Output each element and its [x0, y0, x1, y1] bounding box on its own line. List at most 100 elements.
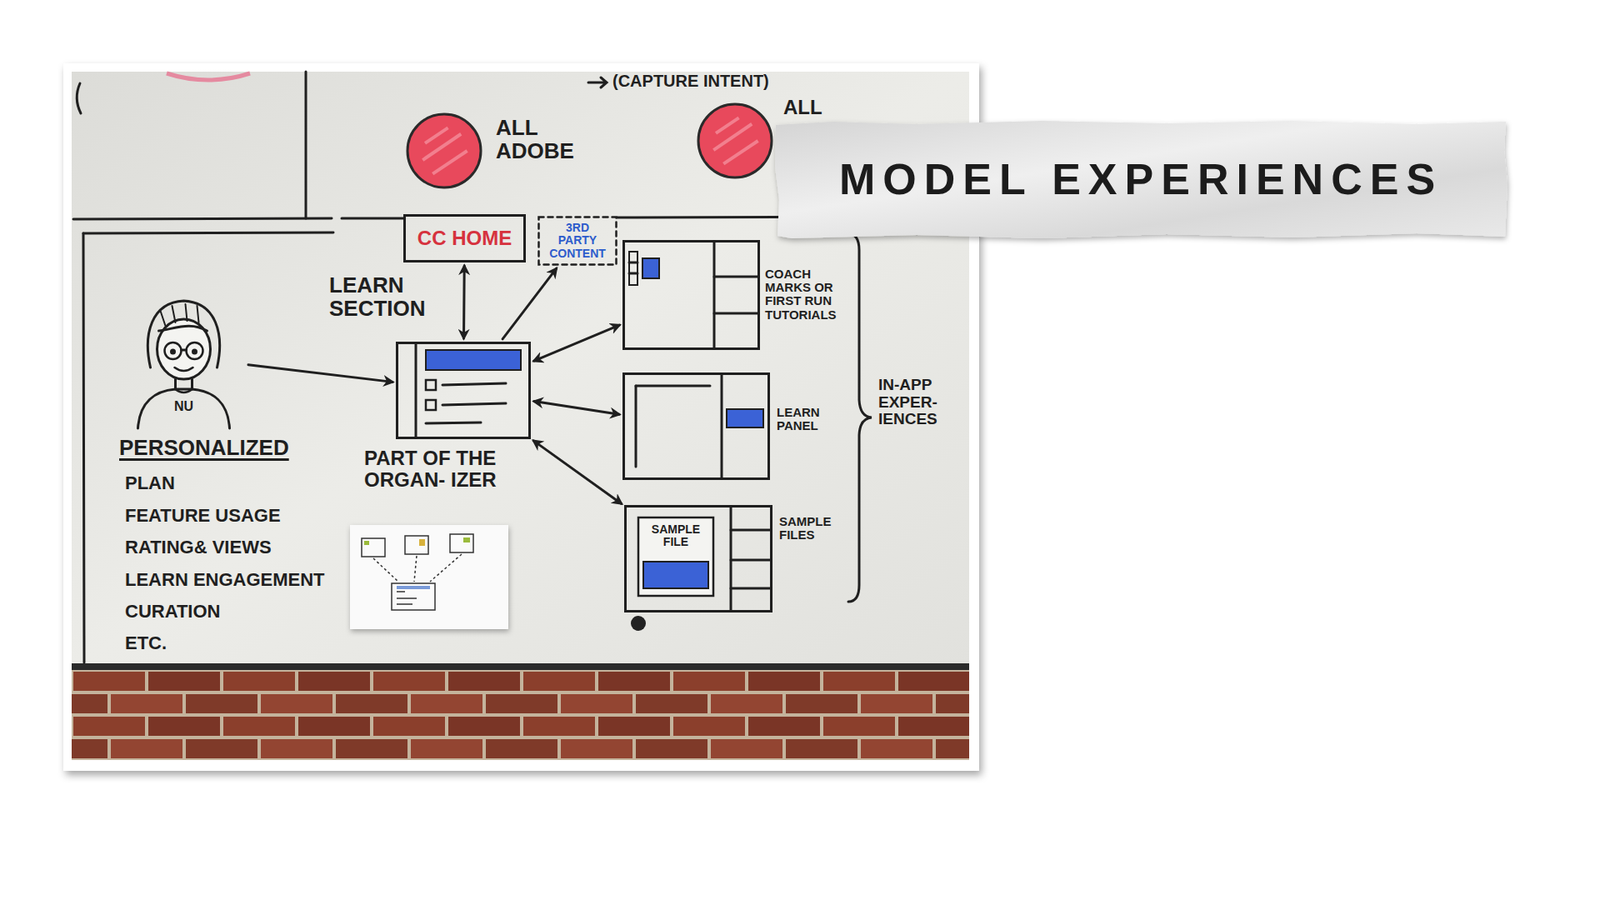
- cc-home-box: CC HOME: [403, 214, 526, 263]
- text-holder: LEARN SECTION: [329, 273, 426, 320]
- label-holder: CURATION: [125, 601, 220, 622]
- divider-line: [73, 218, 332, 220]
- smile: [175, 367, 194, 371]
- sketch-line: [635, 385, 638, 467]
- node-text: LEARN PANEL: [776, 405, 820, 433]
- title-banner: [775, 120, 1508, 239]
- label-holder: LEARN ENGAGEMENT: [125, 570, 325, 590]
- blue-fill: [425, 350, 521, 370]
- mini-mark: [463, 537, 470, 543]
- blue-fill: [642, 258, 660, 279]
- region-line: [83, 233, 85, 663]
- hair-strands: [160, 304, 200, 326]
- third-party-box: 3RD PARTY CONTENT: [537, 215, 618, 266]
- sketch-line: [442, 403, 506, 405]
- slide-title: MODEL EXPERIENCES: [839, 154, 1443, 205]
- sketch-line: [425, 422, 481, 424]
- dashed-frame: [539, 217, 617, 265]
- window-frame: [638, 517, 714, 596]
- sketch-line: [714, 275, 759, 279]
- handwritten-label: PERSONALIZED: [119, 435, 290, 460]
- glasses: [165, 342, 182, 360]
- label-holder: PERSONALIZED: [119, 435, 290, 460]
- text-holder: COACH MARKS OR FIRST RUN TUTORIALS: [765, 267, 837, 322]
- mini-screen: [391, 583, 435, 610]
- handwritten-label: CURATION: [125, 601, 220, 622]
- label-holder: FEATURE USAGE: [125, 505, 281, 526]
- persona-figure: NU: [122, 285, 245, 429]
- node-text: ALL ADOBE: [495, 115, 575, 163]
- sketch-line: [720, 374, 724, 479]
- learn-panel-screen: LEARN PANEL: [622, 372, 770, 480]
- node-outline: [622, 372, 770, 480]
- sketch-line: [181, 349, 187, 352]
- arrow-connector: [534, 401, 620, 415]
- outline-strokes: [624, 241, 760, 350]
- capture-arrow: [588, 77, 607, 88]
- label-holder: PLAN: [125, 473, 175, 494]
- toolbar: [629, 251, 638, 285]
- brick-wall: [71, 668, 970, 760]
- mini-screen: [405, 535, 429, 555]
- label-holder: (CAPTURE INTENT): [612, 72, 770, 91]
- window-ground: [637, 516, 715, 597]
- outline-strokes: [638, 517, 714, 596]
- node-outline: [622, 240, 760, 350]
- screen-frame: [397, 343, 530, 439]
- list-square: [425, 400, 436, 410]
- marker-hatching: [422, 127, 467, 174]
- collar: [175, 389, 193, 393]
- node-outline: [405, 112, 483, 190]
- sample-files-screen: SAMPLE FILESSAMPLE FILE: [624, 505, 773, 613]
- handwritten-label: IN-APP EXPER- IENCES: [878, 376, 962, 429]
- sketch-line: [415, 343, 418, 438]
- sketch-line: [713, 241, 716, 349]
- label-holder: ETC.: [125, 633, 167, 654]
- bracket: [848, 233, 872, 602]
- outline-strokes: [539, 217, 617, 265]
- divider-line: [305, 71, 308, 219]
- arrow-connector: [534, 325, 620, 361]
- text-holder: SAMPLE FILE: [637, 516, 715, 597]
- face: [157, 319, 211, 380]
- outline-strokes: [405, 215, 525, 262]
- list-square: [425, 380, 436, 390]
- sketch-line: [635, 385, 710, 388]
- sketch-line: [730, 587, 771, 590]
- red-circle: ALL: [696, 102, 774, 180]
- arrow-connector: [248, 365, 393, 383]
- node-text: NU: [122, 399, 245, 414]
- sketch-line: [730, 559, 771, 562]
- handwritten-label: LEARN ENGAGEMENT: [125, 570, 325, 590]
- sketch-line: [174, 379, 177, 390]
- connectors: [248, 265, 622, 504]
- coach-marks-screen: COACH MARKS OR FIRST RUN TUTORIALS: [622, 240, 760, 350]
- text-holder: SAMPLE FILES: [779, 515, 832, 542]
- mini-links: [373, 554, 462, 582]
- magnet: [630, 615, 646, 631]
- bangs: [159, 325, 208, 331]
- outline-strokes: [397, 343, 530, 439]
- divider-line: [341, 217, 404, 220]
- red-circle: ALL ADOBE: [405, 112, 483, 190]
- handwritten-label: FEATURE USAGE: [125, 505, 281, 526]
- text-holder: LEARN PANEL: [776, 405, 820, 433]
- screen-frame: [624, 374, 770, 480]
- mini-mark: [419, 539, 425, 546]
- arrow-connector: [533, 440, 621, 505]
- mini-screens: [361, 534, 474, 610]
- text-holder: CC HOME: [403, 214, 526, 263]
- red-dot: [407, 114, 481, 188]
- arrow-connector: [502, 268, 557, 340]
- screen-frame: [625, 506, 772, 612]
- text-holder: ALL: [783, 96, 823, 119]
- sticker-sketch: [350, 525, 509, 630]
- marker-hatching: [713, 117, 758, 164]
- node-text: 3RD PARTY CONTENT: [549, 221, 606, 260]
- board-rail: [71, 663, 970, 670]
- learn-section-screen: LEARN SECTIONPART OF THE ORGAN- IZER: [395, 341, 531, 440]
- sticker-paper: [350, 525, 509, 630]
- handwritten-label: (CAPTURE INTENT): [612, 72, 770, 91]
- text-holder: 3RD PARTY CONTENT: [537, 215, 618, 266]
- partial-circle: [76, 83, 81, 114]
